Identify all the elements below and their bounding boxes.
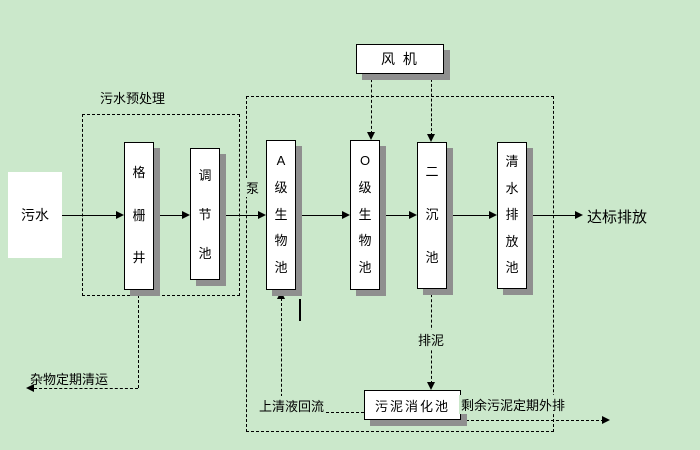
arrowhead-clear-to-effluent: [575, 211, 583, 219]
grid-well-box: 格 栅 井: [124, 142, 154, 290]
arrowhead-blower-to-secondary: [427, 134, 435, 142]
arrowhead-grid-to-regulating: [182, 211, 190, 219]
sludge-digester-label: 污泥消化池: [374, 398, 450, 414]
line-regulating-to-abio: [220, 215, 260, 216]
regulating-tank-box: 调 节 池: [190, 148, 220, 280]
blower-line-to-secondary: [431, 74, 432, 136]
debris-removal-label: 杂物定期清运: [30, 372, 109, 387]
pretreatment-boundary: [82, 114, 240, 296]
pump-label: 泵: [244, 178, 262, 197]
arrowhead-secondary-to-clear: [489, 211, 497, 219]
pretreatment-group-label: 污水预处理: [100, 91, 166, 106]
secondary-clarifier-box: 二 沉 池: [417, 142, 447, 289]
supernatant-return-label: 上清液回流: [257, 396, 327, 415]
blower-label: 风 机: [381, 51, 419, 67]
arrowhead-regulating-to-abio: [258, 211, 266, 219]
supernatant-vertical-line: [281, 298, 282, 412]
line-clear-to-effluent: [527, 215, 577, 216]
a-bio-tank-box: A 级 生 物 池: [266, 140, 296, 290]
sludge-digester-box: 污泥消化池: [364, 390, 461, 420]
excess-sludge-label: 剩余污泥定期外排: [459, 395, 568, 414]
influent-box: 污水: [8, 172, 62, 258]
arrowhead-excess-sludge-out: [602, 416, 610, 424]
return-flow-tick: [299, 299, 301, 321]
arrowhead-obio-to-secondary: [409, 211, 417, 219]
secondary-clarifier-label: 二 沉 池: [425, 164, 439, 265]
arrowhead-blower-to-obio: [367, 132, 375, 140]
effluent-label: 达标排放: [587, 209, 648, 226]
blower-line-to-obio: [371, 74, 372, 134]
arrowhead-supernatant-to-abio: [277, 291, 285, 299]
o-bio-tank-box: O 级 生 物 池: [350, 140, 380, 290]
grid-well-label: 格 栅 井: [132, 164, 146, 266]
line-abio-to-obio: [296, 215, 344, 216]
arrowhead-debris-out: [26, 384, 34, 392]
debris-horizontal-line: [34, 388, 138, 389]
debris-vertical-line: [138, 290, 139, 388]
sludge-discharge-label: 排泥: [416, 330, 447, 349]
influent-label: 污水: [21, 207, 49, 223]
line-obio-to-secondary: [380, 215, 411, 216]
line-secondary-to-clear: [447, 215, 491, 216]
line-grid-to-regulating: [154, 215, 184, 216]
arrowhead-abio-to-obio: [342, 211, 350, 219]
clear-water-tank-box: 清 水 排 放 池: [497, 142, 527, 289]
regulating-tank-label: 调 节 池: [198, 167, 212, 261]
system-boundary: [246, 96, 554, 432]
o-bio-tank-label: O 级 生 物 池: [358, 153, 372, 275]
a-bio-tank-label: A 级 生 物 池: [274, 153, 288, 275]
clear-water-tank-label: 清 水 排 放 池: [505, 153, 519, 276]
arrowhead-influent-to-grid: [116, 211, 124, 219]
line-influent-to-grid: [62, 215, 118, 216]
blower-box: 风 机: [356, 44, 444, 74]
excess-sludge-line: [461, 420, 604, 421]
arrowhead-sludge-to-digester: [427, 382, 435, 390]
